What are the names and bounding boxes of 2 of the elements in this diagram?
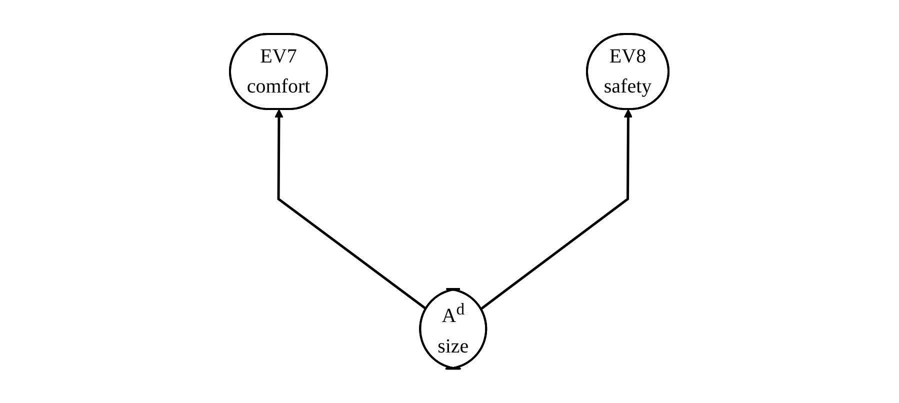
- arrow: [480, 109, 633, 310]
- arrow: [274, 109, 428, 310]
